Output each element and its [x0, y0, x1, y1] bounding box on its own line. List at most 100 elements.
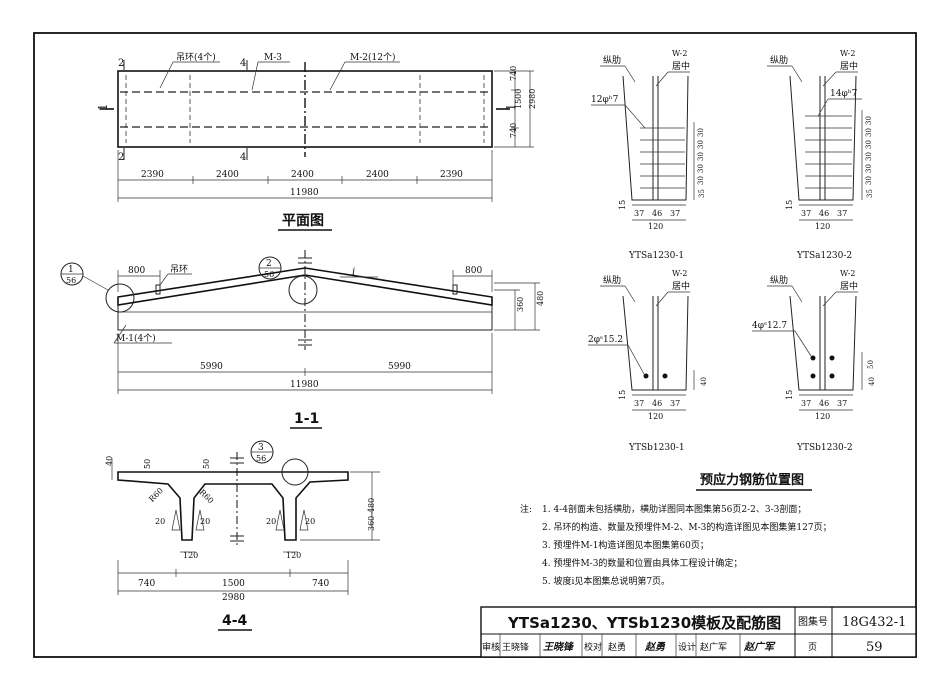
sec44-dim-total: 2980 [222, 593, 245, 603]
plan-sec2-bottom: 2 [118, 152, 124, 163]
elev-dim-480: 480 [536, 291, 545, 306]
elev-dim-800-left: 800 [128, 266, 145, 276]
elev-label-lifting: 吊环 [170, 264, 188, 275]
note-5: 5. 坡度i见本图集总说明第7页。 [542, 575, 670, 587]
tb-page-label: 页 [808, 642, 817, 653]
tb-review: 审核 [482, 641, 500, 653]
d3-label-w2: W-2 [672, 269, 687, 278]
elev-dim-half-1: 5990 [200, 362, 223, 372]
d3-name: YTSb1230-1 [628, 443, 685, 453]
d3-dim-120: 120 [648, 412, 663, 421]
plan-view: 2 2 4 4 1 1 吊环(4个) M-3 M-2(12个) 2390 240… [96, 52, 537, 231]
sec44-dim-20-4: 20 [305, 517, 315, 526]
note-1: 1. 4-4剖面未包括横肋，横肋详图同本图集第56页2-2、3-3剖面； [542, 503, 806, 515]
plan-sec1-right: 1 [504, 103, 518, 111]
sec44-dim-50b: 50 [202, 459, 211, 469]
tb-title: YTSa1230、YTSb1230模板及配筋图 [507, 614, 781, 632]
tb-designer: 赵广军 [700, 641, 727, 653]
d4-dim-46: 46 [819, 399, 829, 408]
d2-dim-30d: 30 [865, 140, 873, 149]
sec44-dim-20-1: 20 [155, 517, 165, 526]
rebar-detail-4: 纵肋 W-2 居中 4φˢ12.7 37 46 37 120 15 50 40 … [752, 269, 876, 453]
section-4-4: 3 56 40 50 50 R60 R60 20 20 20 20 120 12… [105, 440, 380, 631]
d4-label-w2: W-2 [840, 269, 855, 278]
d3-dim-46: 46 [652, 399, 662, 408]
sec44-dim-1: 740 [138, 579, 155, 589]
plan-label-m2: M-2(12个) [350, 52, 395, 63]
d4-dim-37b: 37 [837, 399, 847, 408]
d1-bars: 12φʰ7 [591, 95, 619, 105]
sec44-r60b: R60 [198, 488, 216, 506]
elev-callout-2-sheet: 56 [264, 270, 274, 279]
d1-name: YTSa1230-1 [628, 251, 684, 261]
plan-dim-4: 2400 [366, 170, 389, 180]
rebar-detail-1: 纵肋 W-2 居中 12φʰ7 37 46 37 120 15 35 30 30… [591, 49, 706, 261]
elev-callout-2-num: 2 [266, 259, 272, 269]
d1-label-w2: W-2 [672, 49, 687, 58]
sec44-dim-120a: 120 [183, 551, 198, 560]
sec44-callout-3-sheet: 56 [256, 454, 266, 463]
sheet-frame [33, 32, 917, 658]
plan-title: 平面图 [282, 213, 324, 229]
sec44-title: 4-4 [222, 613, 248, 629]
d2-dim-35: 35 [866, 189, 874, 198]
d1-dim-37b: 37 [670, 209, 680, 218]
d2-label-w2: W-2 [840, 49, 855, 58]
tb-atlas-no: 18G432-1 [842, 615, 906, 630]
elevation-view: 1 56 2 56 800 800 吊环 i M-1(4个) 360 480 [60, 250, 545, 429]
d1-dim-30d: 30 [697, 140, 705, 149]
d2-dim-120: 120 [815, 222, 830, 231]
tb-checker-sig: 赵勇 [644, 641, 666, 653]
d2-label-center: 居中 [840, 60, 858, 72]
note-3: 3. 预埋件M-1构造详图见本图集第60页； [542, 539, 709, 551]
sec44-dim-2: 1500 [222, 579, 245, 589]
d2-dim-30c: 30 [865, 152, 873, 161]
d2-bars: 14φʰ7 [830, 89, 858, 99]
plan-dim-3: 2400 [291, 170, 314, 180]
d4-name: YTSb1230-2 [796, 443, 853, 453]
d2-dim-15: 15 [785, 200, 794, 210]
elev-callout-1-sheet: 56 [66, 276, 76, 285]
rebar-detail-3: 纵肋 W-2 居中 2φˢ15.2 37 46 37 120 15 40 YTS… [588, 269, 708, 453]
title-block: YTSa1230、YTSb1230模板及配筋图 图集号 18G432-1 审核 … [480, 606, 917, 658]
d1-dim-46: 46 [652, 209, 662, 218]
d1-dim-35: 35 [698, 189, 706, 198]
plan-rdim-2: 1500 [514, 89, 523, 109]
elev-dim-total: 11980 [290, 380, 319, 390]
sec44-dim-40: 40 [105, 456, 114, 466]
d1-dim-30b: 30 [697, 164, 705, 173]
d3-dim-37b: 37 [670, 399, 680, 408]
sec44-dim-50a: 50 [143, 459, 152, 469]
d2-dim-30f: 30 [865, 116, 873, 125]
plan-dim-1: 2390 [141, 170, 164, 180]
d1-dim-30a: 30 [697, 176, 705, 185]
d4-label-rib: 纵肋 [770, 275, 788, 286]
tb-checker: 赵勇 [608, 641, 626, 653]
d2-dim-30b: 30 [865, 164, 873, 173]
d2-dim-30e: 30 [865, 128, 873, 137]
d2-name: YTSa1230-2 [796, 251, 852, 261]
d2-dim-37a: 37 [801, 209, 811, 218]
plan-label-m3: M-3 [264, 53, 282, 63]
rebar-title: 预应力钢筋位置图 [700, 472, 804, 488]
rebar-detail-2: 纵肋 W-2 居中 14φʰ7 37 46 37 120 15 35 30 30… [767, 49, 874, 261]
plan-dim-total: 11980 [290, 188, 319, 198]
sec44-dim-20-3: 20 [266, 517, 276, 526]
notes-prefix: 注: [520, 503, 532, 515]
sec44-callout-3-num: 3 [258, 443, 264, 453]
note-2: 2. 吊环的构造、数量及预埋件M-2、M-3的构造详图见本图集第127页； [542, 521, 832, 533]
plan-rdim-3: 740 [509, 123, 518, 138]
d3-bars: 2φˢ15.2 [588, 335, 623, 345]
plan-sec1-left: 1 [96, 103, 110, 111]
d1-dim-30c: 30 [697, 152, 705, 161]
d1-dim-37a: 37 [634, 209, 644, 218]
tb-atlas-label: 图集号 [798, 615, 828, 628]
d3-label-center: 居中 [672, 280, 690, 292]
plan-dim-2: 2400 [216, 170, 239, 180]
elev-label-m1: M-1(4个) [116, 333, 156, 344]
d4-dim-120: 120 [815, 412, 830, 421]
d3-dim-40: 40 [700, 377, 708, 386]
d2-label-rib: 纵肋 [770, 55, 788, 66]
plan-rdim-1: 740 [509, 66, 518, 81]
elev-dim-360: 360 [516, 297, 525, 312]
